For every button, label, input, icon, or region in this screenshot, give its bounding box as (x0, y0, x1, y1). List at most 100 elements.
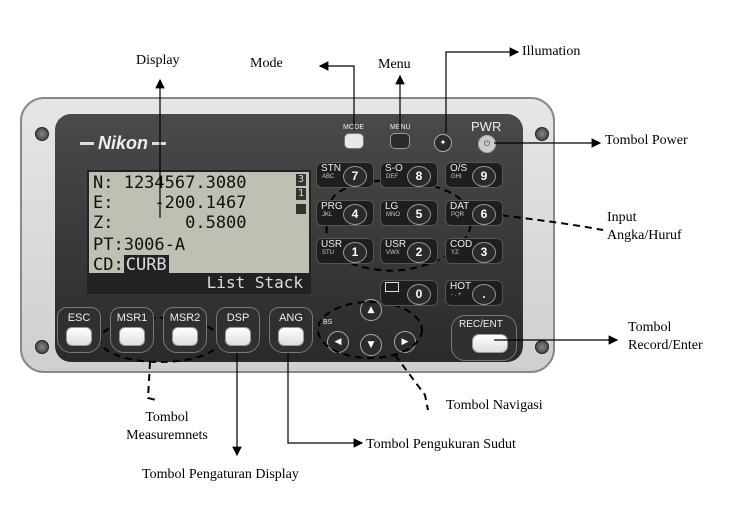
lcd-line-n: N: 1234567.3080 (93, 173, 247, 193)
key-letters-label: GHI (451, 174, 462, 180)
softkey-label: MSR1 (116, 312, 148, 324)
key-function-label: STN (321, 163, 341, 174)
softkey-cap (172, 327, 198, 346)
key-number-label: 5 (407, 204, 431, 225)
key-number-label: 8 (407, 166, 431, 187)
illumination-button[interactable]: ✦ (434, 134, 452, 152)
lcd-status-bar: List Stack (89, 273, 309, 292)
callout-record-enter: Tombol Record/Enter (628, 320, 703, 353)
key-function-label: LG (385, 201, 399, 212)
key-number-label: 0 (407, 284, 431, 305)
keypad-key-0[interactable]: 0 (380, 280, 438, 306)
softkey-label: MSR2 (169, 312, 201, 324)
key-letters-label: ABC (322, 174, 335, 180)
key-number-label: 9 (472, 166, 496, 187)
screw-icon (35, 127, 49, 141)
key-letters-label: VWX (386, 250, 400, 256)
mode-arrow (318, 61, 355, 130)
callout-display-settings: Tombol Pengaturan Display (142, 467, 299, 482)
screw-icon (35, 340, 49, 354)
nav-right-button[interactable]: ▶ (394, 331, 416, 353)
lcd-display: N: 1234567.3080 E: -200.1467 Z: 0.5800 P… (87, 170, 311, 294)
keypad-key-dot[interactable]: HOT- . +. (445, 280, 503, 306)
callout-display: Display (136, 53, 180, 68)
msr-dashed-lead (146, 361, 157, 401)
key-number-label: . (472, 284, 496, 305)
key-number-label: 6 (472, 204, 496, 225)
key-letters-label: PQR (451, 212, 465, 218)
callout-input: Input Angka/Huruf (607, 210, 682, 243)
callout-angle: Tombol Pengukuran Sudut (366, 437, 516, 452)
softkey-msr2[interactable]: MSR2 (163, 307, 207, 353)
lcd-line-z: Z: 0.5800 (93, 213, 247, 233)
softkey-label: DSP (226, 312, 250, 324)
callout-measurements: Tombol Measuremnets (126, 410, 208, 443)
key-number-label: 3 (472, 242, 496, 263)
nav-dashed-lead (394, 354, 429, 411)
key-letters-label: - . + (451, 292, 462, 298)
power-button[interactable]: ⏻ (478, 135, 496, 153)
key-letters-label: STU (322, 250, 334, 256)
lcd-indicator-1: 3 (296, 174, 306, 186)
softkey-label: ANG (279, 312, 303, 324)
menu-button[interactable] (390, 133, 410, 149)
key-letters-label: DEF (386, 174, 398, 180)
key-letters-label: JKL (322, 212, 333, 218)
brand-logo: Nikon (80, 132, 190, 154)
softkey-cap (225, 327, 251, 346)
lcd-line-e: E: -200.1467 (93, 193, 247, 213)
rec-ent-cap (472, 334, 508, 353)
softkey-cap (278, 327, 304, 346)
envelope-icon (385, 282, 399, 292)
rec-ent-label: REC/ENT (459, 319, 503, 330)
callout-menu: Menu (378, 57, 411, 72)
key-function-label: COD (450, 239, 473, 250)
callout-navigation: Tombol Navigasi (446, 398, 543, 413)
battery-icon (296, 204, 306, 214)
screw-icon (535, 127, 549, 141)
softkey-dsp[interactable]: DSP (216, 307, 260, 353)
lcd-line-pt: PT:3006-A (93, 235, 186, 255)
record-enter-key[interactable]: REC/ENT (451, 315, 517, 361)
pwr-label: PWR (471, 119, 502, 134)
key-number-label: 4 (343, 204, 367, 225)
key-letters-label: MNO (386, 212, 400, 218)
key-function-label: DAT (450, 201, 470, 212)
lcd-line-cd: CD:CURB (93, 255, 169, 275)
softkey-ang[interactable]: ANG (269, 307, 313, 353)
key-function-label: USR (385, 239, 407, 250)
illumination-arrow (445, 47, 520, 133)
callout-mode: Mode (250, 56, 283, 71)
nav-down-button[interactable]: ▼ (360, 334, 382, 356)
ang-arrow (287, 345, 364, 448)
lcd-cd-value: CURB (123, 255, 169, 275)
callout-illumination: Illumation (522, 44, 581, 59)
key-function-label: S-O (385, 163, 403, 174)
softkey-msr1[interactable]: MSR1 (110, 307, 154, 353)
nav-up-button[interactable]: ▲ (360, 299, 382, 321)
softkey-esc[interactable]: ESC (57, 307, 101, 353)
key-number-label: 7 (343, 166, 367, 187)
key-function-label: O/S (450, 163, 468, 174)
callout-power: Tombol Power (605, 133, 688, 148)
key-function-label: USR (321, 239, 343, 250)
lcd-indicator-2: 1 (296, 188, 306, 200)
key-function-label: HOT (450, 281, 472, 292)
mode-button[interactable] (344, 133, 364, 149)
bs-label: BS (323, 319, 333, 326)
key-function-label: PRG (321, 201, 343, 212)
softkey-cap (66, 327, 92, 346)
key-number-label: 1 (343, 242, 367, 263)
key-number-label: 2 (407, 242, 431, 263)
softkey-cap (119, 327, 145, 346)
key-letters-label: YZ (451, 250, 459, 256)
